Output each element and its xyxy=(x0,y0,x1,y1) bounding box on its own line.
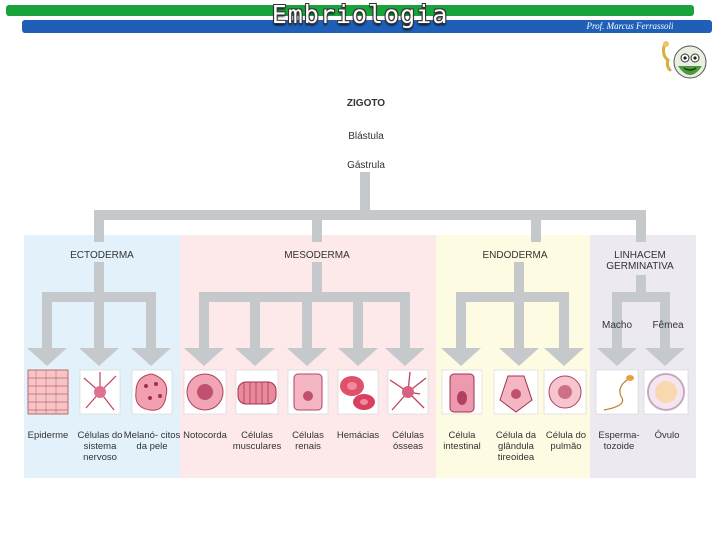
cell-label-muscle: Células musculares xyxy=(232,430,282,452)
header-green-bar xyxy=(6,5,694,16)
section-ectoderm: ECTODERMA xyxy=(70,250,134,261)
connector-arrows xyxy=(27,172,685,366)
header-blue-bar xyxy=(22,20,712,33)
muscle-fiber-icon xyxy=(235,369,279,415)
cell-label-thyroid: Célula da glândula tireoidea xyxy=(495,430,537,463)
notochord-cell-icon xyxy=(183,369,227,415)
cell-label-sperm: Esperma- tozoide xyxy=(598,430,640,452)
stage-blastula: Blástula xyxy=(348,131,384,142)
stage-zygote: ZIGOTO xyxy=(346,98,386,109)
author-label: Prof. Marcus Ferrassoli xyxy=(586,21,674,31)
epidermis-tissue-icon xyxy=(27,369,69,415)
cell-label-intestinal: Célula intestinal xyxy=(443,430,481,452)
sperm-icon xyxy=(595,369,639,415)
slide-title: Embriologia xyxy=(271,0,449,29)
melanocyte-icon xyxy=(131,369,173,415)
cell-label-lung: Célula do pulmão xyxy=(545,430,587,452)
intestinal-cell-icon xyxy=(441,369,483,415)
thyroid-cell-icon xyxy=(493,369,539,415)
red-blood-cell-icon xyxy=(337,369,379,415)
cell-label-bone: Células ósseas xyxy=(392,430,424,452)
neuron-icon xyxy=(79,369,121,415)
cell-label-melanocyte: Melanó- citos da pele xyxy=(123,430,181,452)
cell-label-notochord: Notocorda xyxy=(183,430,227,441)
mascot-icon xyxy=(662,41,707,79)
ovum-icon xyxy=(643,369,689,415)
cell-label-red-blood: Hemácias xyxy=(336,430,380,441)
stage-gastrula: Gástrula xyxy=(347,160,385,171)
kidney-cell-icon xyxy=(287,369,329,415)
cell-label-epidermis: Epiderme xyxy=(27,430,69,441)
cell-label-kidney: Células renais xyxy=(292,430,324,452)
section-endoderm: ENDODERMA xyxy=(482,250,548,261)
bone-cell-icon xyxy=(387,369,429,415)
section-germline: LINHACEM GERMINATIVA xyxy=(606,250,674,272)
cell-label-ovum: Óvulo xyxy=(654,430,680,441)
section-mesoderm: MESODERMA xyxy=(284,250,350,261)
cell-label-neuron: Células do sistema nervoso xyxy=(77,430,123,463)
germline-female: Fêmea xyxy=(652,320,684,331)
lung-cell-icon xyxy=(543,369,587,415)
germline-male: Macho xyxy=(601,320,632,331)
